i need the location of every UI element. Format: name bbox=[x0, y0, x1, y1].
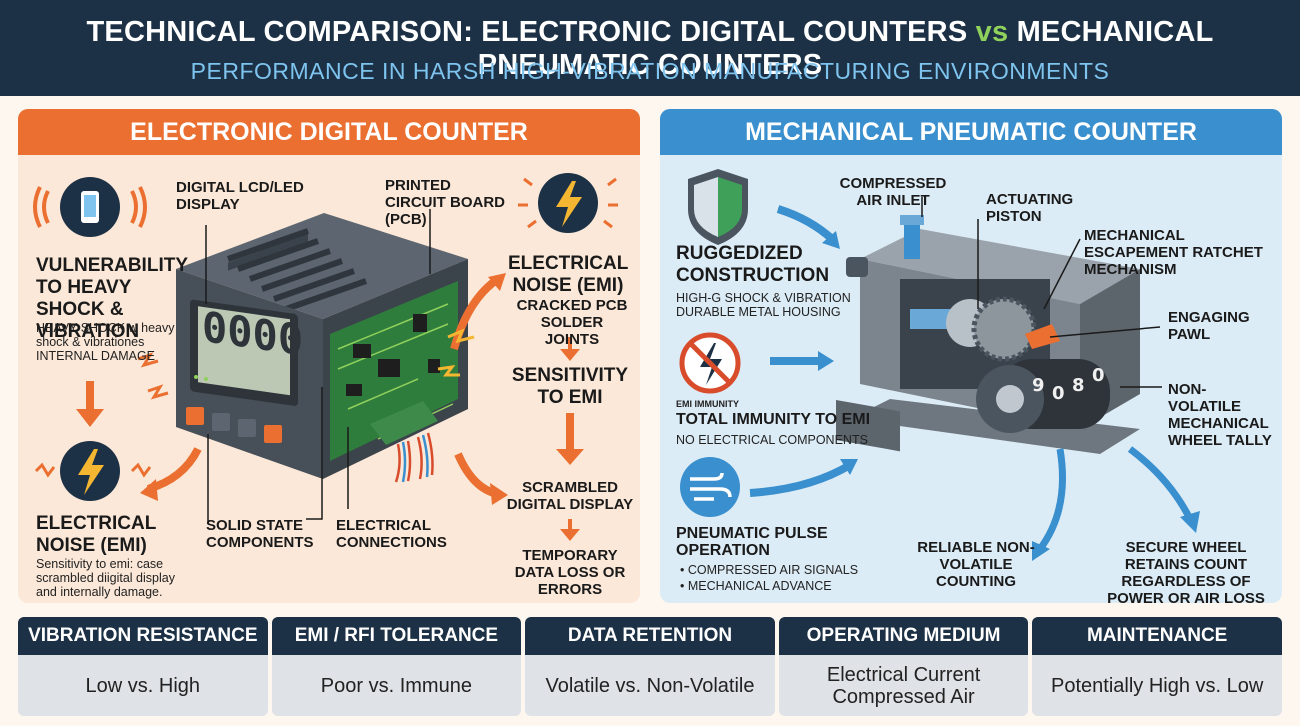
lightning-bolt-icon-right bbox=[518, 173, 618, 233]
comparison-header: EMI / RFI TOLERANCE bbox=[271, 617, 522, 655]
comparison-column: EMI / RFI TOLERANCE Poor vs. Immune bbox=[271, 617, 522, 716]
sensitivity-emi: SENSITIVITY TO EMI bbox=[511, 365, 629, 408]
counter-device: 0000 bbox=[176, 213, 468, 483]
noise-left-note: Sensitivity to emi: case scrambled diigi… bbox=[36, 557, 175, 599]
data-loss: TEMPORARY DATA LOSS OR ERRORS bbox=[514, 547, 626, 598]
rugged-note: HIGH-G SHOCK & VIBRATION DURABLE METAL H… bbox=[676, 291, 851, 319]
pulse-item: • MECHANICAL ADVANCE bbox=[680, 579, 832, 593]
comparison-value: Volatile vs. Non-Volatile bbox=[525, 655, 775, 716]
electronic-panel: ELECTRONIC DIGITAL COUNTER bbox=[18, 109, 640, 603]
vulnerability-title: VULNERABILITY TO HEAVY SHOCK & VIBRATION bbox=[36, 255, 188, 342]
electronic-panel-title: ELECTRONIC DIGITAL COUNTER bbox=[18, 109, 640, 155]
mechanical-panel-title: MECHANICAL PNEUMATIC COUNTER bbox=[660, 109, 1282, 155]
shield-icon bbox=[688, 169, 748, 245]
mechanical-counter-illustration: 9 0 8 0 bbox=[679, 169, 1200, 561]
comparison-header: MAINTENANCE bbox=[1032, 617, 1282, 655]
label-solid-state: SOLID STATE COMPONENTS bbox=[206, 517, 314, 551]
comparison-header: VIBRATION RESISTANCE bbox=[18, 617, 268, 655]
svg-text:9: 9 bbox=[1032, 375, 1045, 396]
comparison-header: OPERATING MEDIUM bbox=[778, 617, 1029, 655]
pulse-item: • COMPRESSED AIR SIGNALS bbox=[680, 563, 859, 577]
comparison-value: Low vs. High bbox=[18, 655, 268, 716]
label-air-inlet: COMPRESSED AIR INLET bbox=[839, 175, 947, 209]
label-piston: ACTUATING PISTON bbox=[986, 191, 1074, 225]
label-pcb: PRINTED CIRCUIT BOARD (PCB) bbox=[385, 177, 505, 228]
comparison-header: DATA RETENTION bbox=[525, 617, 775, 655]
comparison-column: VIBRATION RESISTANCE Low vs. High bbox=[18, 617, 268, 716]
label-secure: SECURE WHEEL RETAINS COUNT REGARDLESS OF… bbox=[1107, 539, 1265, 603]
comparison-value: Electrical Current Compressed Air bbox=[778, 655, 1029, 716]
mechanical-panel: MECHANICAL PNEUMATIC COUNTER bbox=[660, 109, 1282, 603]
immunity-note: NO ELECTRICAL COMPONENTS bbox=[676, 433, 868, 447]
comparison-column: OPERATING MEDIUM Electrical Current Comp… bbox=[778, 617, 1029, 716]
label-display: DIGITAL LCD/LED DISPLAY bbox=[176, 179, 304, 213]
label-reliable: RELIABLE NON-VOLATILE COUNTING bbox=[917, 539, 1035, 590]
label-pawl: ENGAGING PAWL bbox=[1168, 309, 1250, 343]
scrambled-display: SCRAMBLED DIGITAL DISPLAY bbox=[506, 479, 634, 513]
label-escapement: MECHANICAL ESCAPEMENT RATCHET MECHANISM bbox=[1084, 227, 1263, 278]
phone-vibration-icon bbox=[33, 177, 147, 237]
cracked-pcb: CRACKED PCB SOLDER JOINTS bbox=[516, 297, 628, 348]
page-title: TECHNICAL COMPARISON: ELECTRONIC DIGITAL… bbox=[86, 16, 1214, 81]
label-connections: ELECTRICAL CONNECTIONS bbox=[336, 517, 447, 551]
svg-text:8: 8 bbox=[1072, 375, 1085, 396]
vulnerability-note: HEAVY SHOCK w heavy shock & vibrationes … bbox=[36, 321, 175, 363]
pneumatic-counter-device: 9 0 8 0 bbox=[836, 215, 1140, 454]
rugged-title: RUGGEDIZED CONSTRUCTION bbox=[676, 243, 830, 286]
svg-text:0: 0 bbox=[1052, 383, 1065, 404]
lightning-bolt-icon bbox=[34, 441, 152, 501]
noise-left-title: ELECTRICAL NOISE (EMI) bbox=[36, 513, 156, 556]
air-pulse-icon bbox=[680, 457, 740, 517]
page-subtitle: PERFORMANCE IN HARSH HIGH-VIBRATION MANU… bbox=[190, 58, 1110, 84]
immunity-title: TOTAL IMMUNITY TO EMI bbox=[676, 411, 871, 428]
svg-text:0: 0 bbox=[1092, 365, 1105, 386]
vs-word: vs bbox=[975, 16, 1009, 48]
noise-right-title: ELECTRICAL NOISE (EMI) bbox=[508, 253, 629, 296]
comparison-value: Potentially High vs. Low bbox=[1032, 655, 1282, 716]
comparison-value: Poor vs. Immune bbox=[271, 655, 522, 716]
comparison-column: DATA RETENTION Volatile vs. Non-Volatile bbox=[525, 617, 775, 716]
comparison-table: VIBRATION RESISTANCE Low vs. High EMI / … bbox=[18, 617, 1282, 716]
emi-icon-caption: EMI IMMUNITY bbox=[676, 399, 739, 409]
electronic-counter-illustration: 0000 bbox=[33, 173, 618, 541]
comparison-column: MAINTENANCE Potentially High vs. Low bbox=[1032, 617, 1282, 716]
label-nonvolatile: NON-VOLATILE MECHANICAL WHEEL TALLY bbox=[1168, 381, 1272, 449]
page-header: TECHNICAL COMPARISON: ELECTRONIC DIGITAL… bbox=[0, 0, 1300, 96]
no-emi-icon bbox=[679, 332, 741, 394]
pulse-title: PNEUMATIC PULSE OPERATION bbox=[676, 525, 828, 559]
